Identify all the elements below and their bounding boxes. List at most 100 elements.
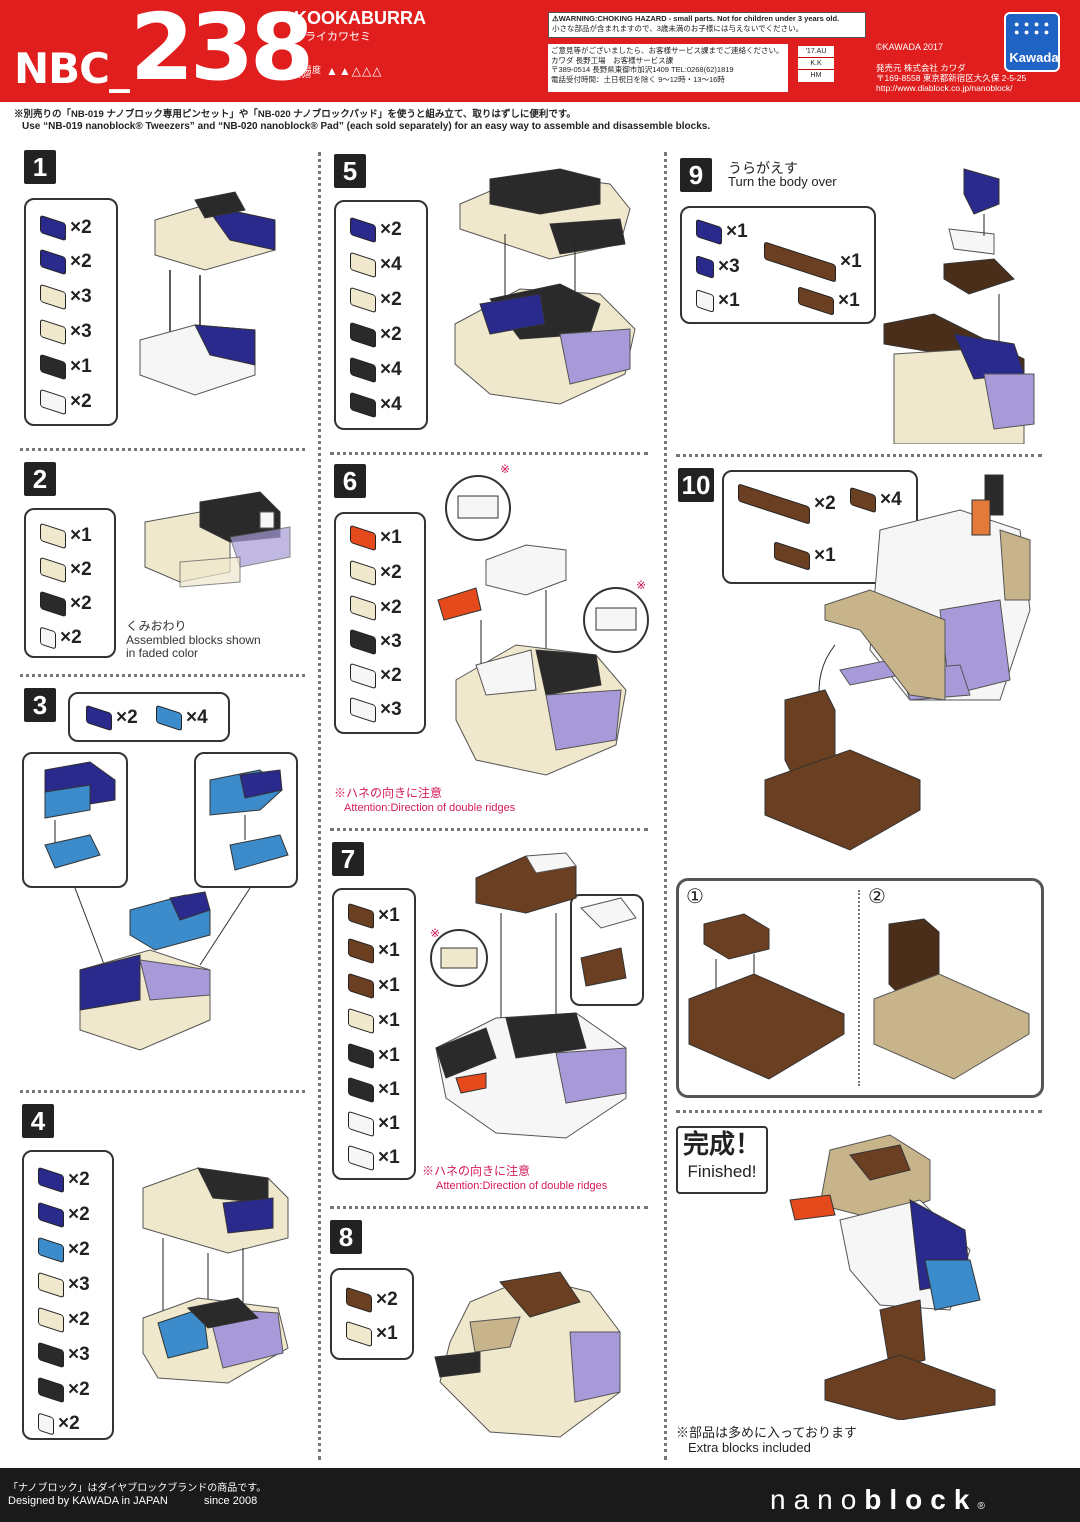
brick-icon — [348, 1042, 374, 1070]
step-7-illustration — [430, 852, 637, 1139]
part-item: ×4 — [350, 391, 402, 419]
part-item: ×1 — [348, 972, 400, 1000]
detail-callout — [676, 878, 1044, 1098]
footer-since: since 2008 — [204, 1495, 258, 1507]
part-count: ×2 — [380, 289, 402, 310]
part-item: ×3 — [38, 1341, 90, 1369]
brick-icon — [40, 353, 66, 381]
part-item: ×3 — [38, 1271, 90, 1299]
brick-icon — [40, 388, 66, 416]
part-count: ×4 — [880, 489, 902, 510]
brick-icon — [696, 218, 722, 246]
row-divider — [20, 448, 305, 451]
part-count: ×1 — [378, 905, 400, 926]
part-item: ×2 — [40, 388, 92, 416]
row-divider — [20, 674, 305, 677]
brick-icon — [348, 1144, 374, 1172]
brick-icon — [86, 704, 112, 732]
part-item: ×2 — [350, 216, 402, 244]
part-item: ×1 — [346, 1320, 398, 1348]
part-count: ×3 — [718, 256, 740, 277]
footer-brand-note: 「ナノブロック」はダイヤブロックブランドの商品です。 — [8, 1483, 267, 1494]
part-count: ×1 — [814, 545, 836, 566]
brick-icon — [38, 1412, 54, 1436]
part-count: ×1 — [376, 1323, 398, 1344]
column-divider — [318, 152, 321, 1460]
extra-blocks-note-en: Extra blocks included — [688, 1440, 811, 1455]
part-item: ×1 — [348, 1144, 400, 1172]
part-count: ×4 — [380, 394, 402, 415]
row-divider — [676, 454, 1042, 457]
model-name-jp: ワライカワセミ — [294, 31, 371, 43]
model-number: 238 — [130, 0, 314, 101]
part-count: ×2 — [70, 593, 92, 614]
publisher-url[interactable]: http://www.diablock.co.jp/nanoblock/ — [876, 83, 1013, 93]
brick-icon — [350, 216, 376, 244]
ridge-mark: ※ — [500, 462, 511, 476]
level-rating: ▲▲△△△ — [326, 64, 383, 78]
part-count: ×2 — [68, 1204, 90, 1225]
part-count: ×2 — [70, 251, 92, 272]
part-count: ×1 — [840, 251, 862, 272]
brick-icon — [40, 556, 66, 584]
brick-icon — [350, 524, 376, 552]
part-count: ×2 — [60, 627, 82, 648]
lot-codes: '17.AU K.K HM — [798, 46, 834, 82]
attention-jp: ※ハネの向きに注意 — [422, 1164, 531, 1178]
part-count: ×1 — [70, 525, 92, 546]
part-count: ×2 — [68, 1169, 90, 1190]
brick-icon — [350, 251, 376, 279]
part-item: ×1 — [774, 541, 836, 571]
brick-icon — [348, 1110, 374, 1138]
part-count: ×3 — [380, 699, 402, 720]
model-name: KOOKABURRA — [294, 8, 426, 28]
part-count: ×2 — [376, 1289, 398, 1310]
part-item: ×4 — [350, 251, 402, 279]
step-number: 2 — [24, 462, 56, 496]
finished-jp: 完成！ — [682, 1129, 761, 1159]
step-9-illustration — [883, 168, 1035, 444]
part-item: ×2 — [38, 1410, 80, 1438]
choking-warning: ⚠WARNING:CHOKING HAZARD - small parts. N… — [548, 12, 866, 38]
brick-icon — [350, 559, 376, 587]
publisher-line: 発売元 株式会社 カワダ — [876, 63, 966, 73]
part-count: ×3 — [68, 1274, 90, 1295]
brick-icon — [40, 318, 66, 346]
part-count: ×2 — [70, 559, 92, 580]
part-count: ×2 — [380, 597, 402, 618]
brick-icon — [346, 1286, 372, 1314]
logo-text: Kawada — [1009, 50, 1059, 65]
brick-icon — [350, 662, 376, 690]
finished-badge: 完成！ Finished! — [676, 1126, 768, 1194]
nanoblock-logo: nanoblock® — [770, 1484, 985, 1516]
part-item: ×1 — [348, 937, 400, 965]
part-item: ×2 — [40, 590, 92, 618]
part-count: ×1 — [378, 940, 400, 961]
header-banner — [0, 0, 1080, 102]
row-divider — [330, 452, 648, 455]
brick-icon — [38, 1201, 64, 1229]
part-item: ×2 — [38, 1201, 90, 1229]
part-count: ×2 — [58, 1413, 80, 1434]
logo-light: nano — [770, 1484, 865, 1515]
step-5-illustration — [454, 168, 636, 405]
part-item: ×1 — [348, 902, 400, 930]
part-item: ×2 — [38, 1236, 90, 1264]
publisher-line: 〒169-8558 東京都新宿区大久保 2-5-25 — [876, 73, 1027, 83]
step-number: 5 — [334, 154, 366, 188]
logo-bold: block — [864, 1484, 978, 1515]
part-item: ×1 — [348, 1042, 400, 1070]
parts-list: ×1 ×2 ×2 ×3 ×2 ×3 — [334, 512, 426, 734]
part-item: ×2 — [350, 594, 402, 622]
attention-en: Attention:Direction of double ridges — [344, 802, 516, 814]
part-count: ×3 — [70, 286, 92, 307]
part-count: ×3 — [70, 321, 92, 342]
footer-designer: Designed by KAWADA in JAPAN — [8, 1495, 168, 1507]
row-divider — [20, 1090, 305, 1093]
level-label-jp: 難易度 — [294, 65, 322, 75]
parts-list: ×2 ×2 ×2 ×3 ×2 ×3 ×2 ×2 — [22, 1150, 114, 1440]
part-item: ×2 — [738, 483, 836, 525]
brick-icon — [764, 241, 836, 283]
step-number: 1 — [24, 150, 56, 184]
logo-dots-icon: ● ● ● ●● ● ● ● — [1014, 19, 1051, 37]
